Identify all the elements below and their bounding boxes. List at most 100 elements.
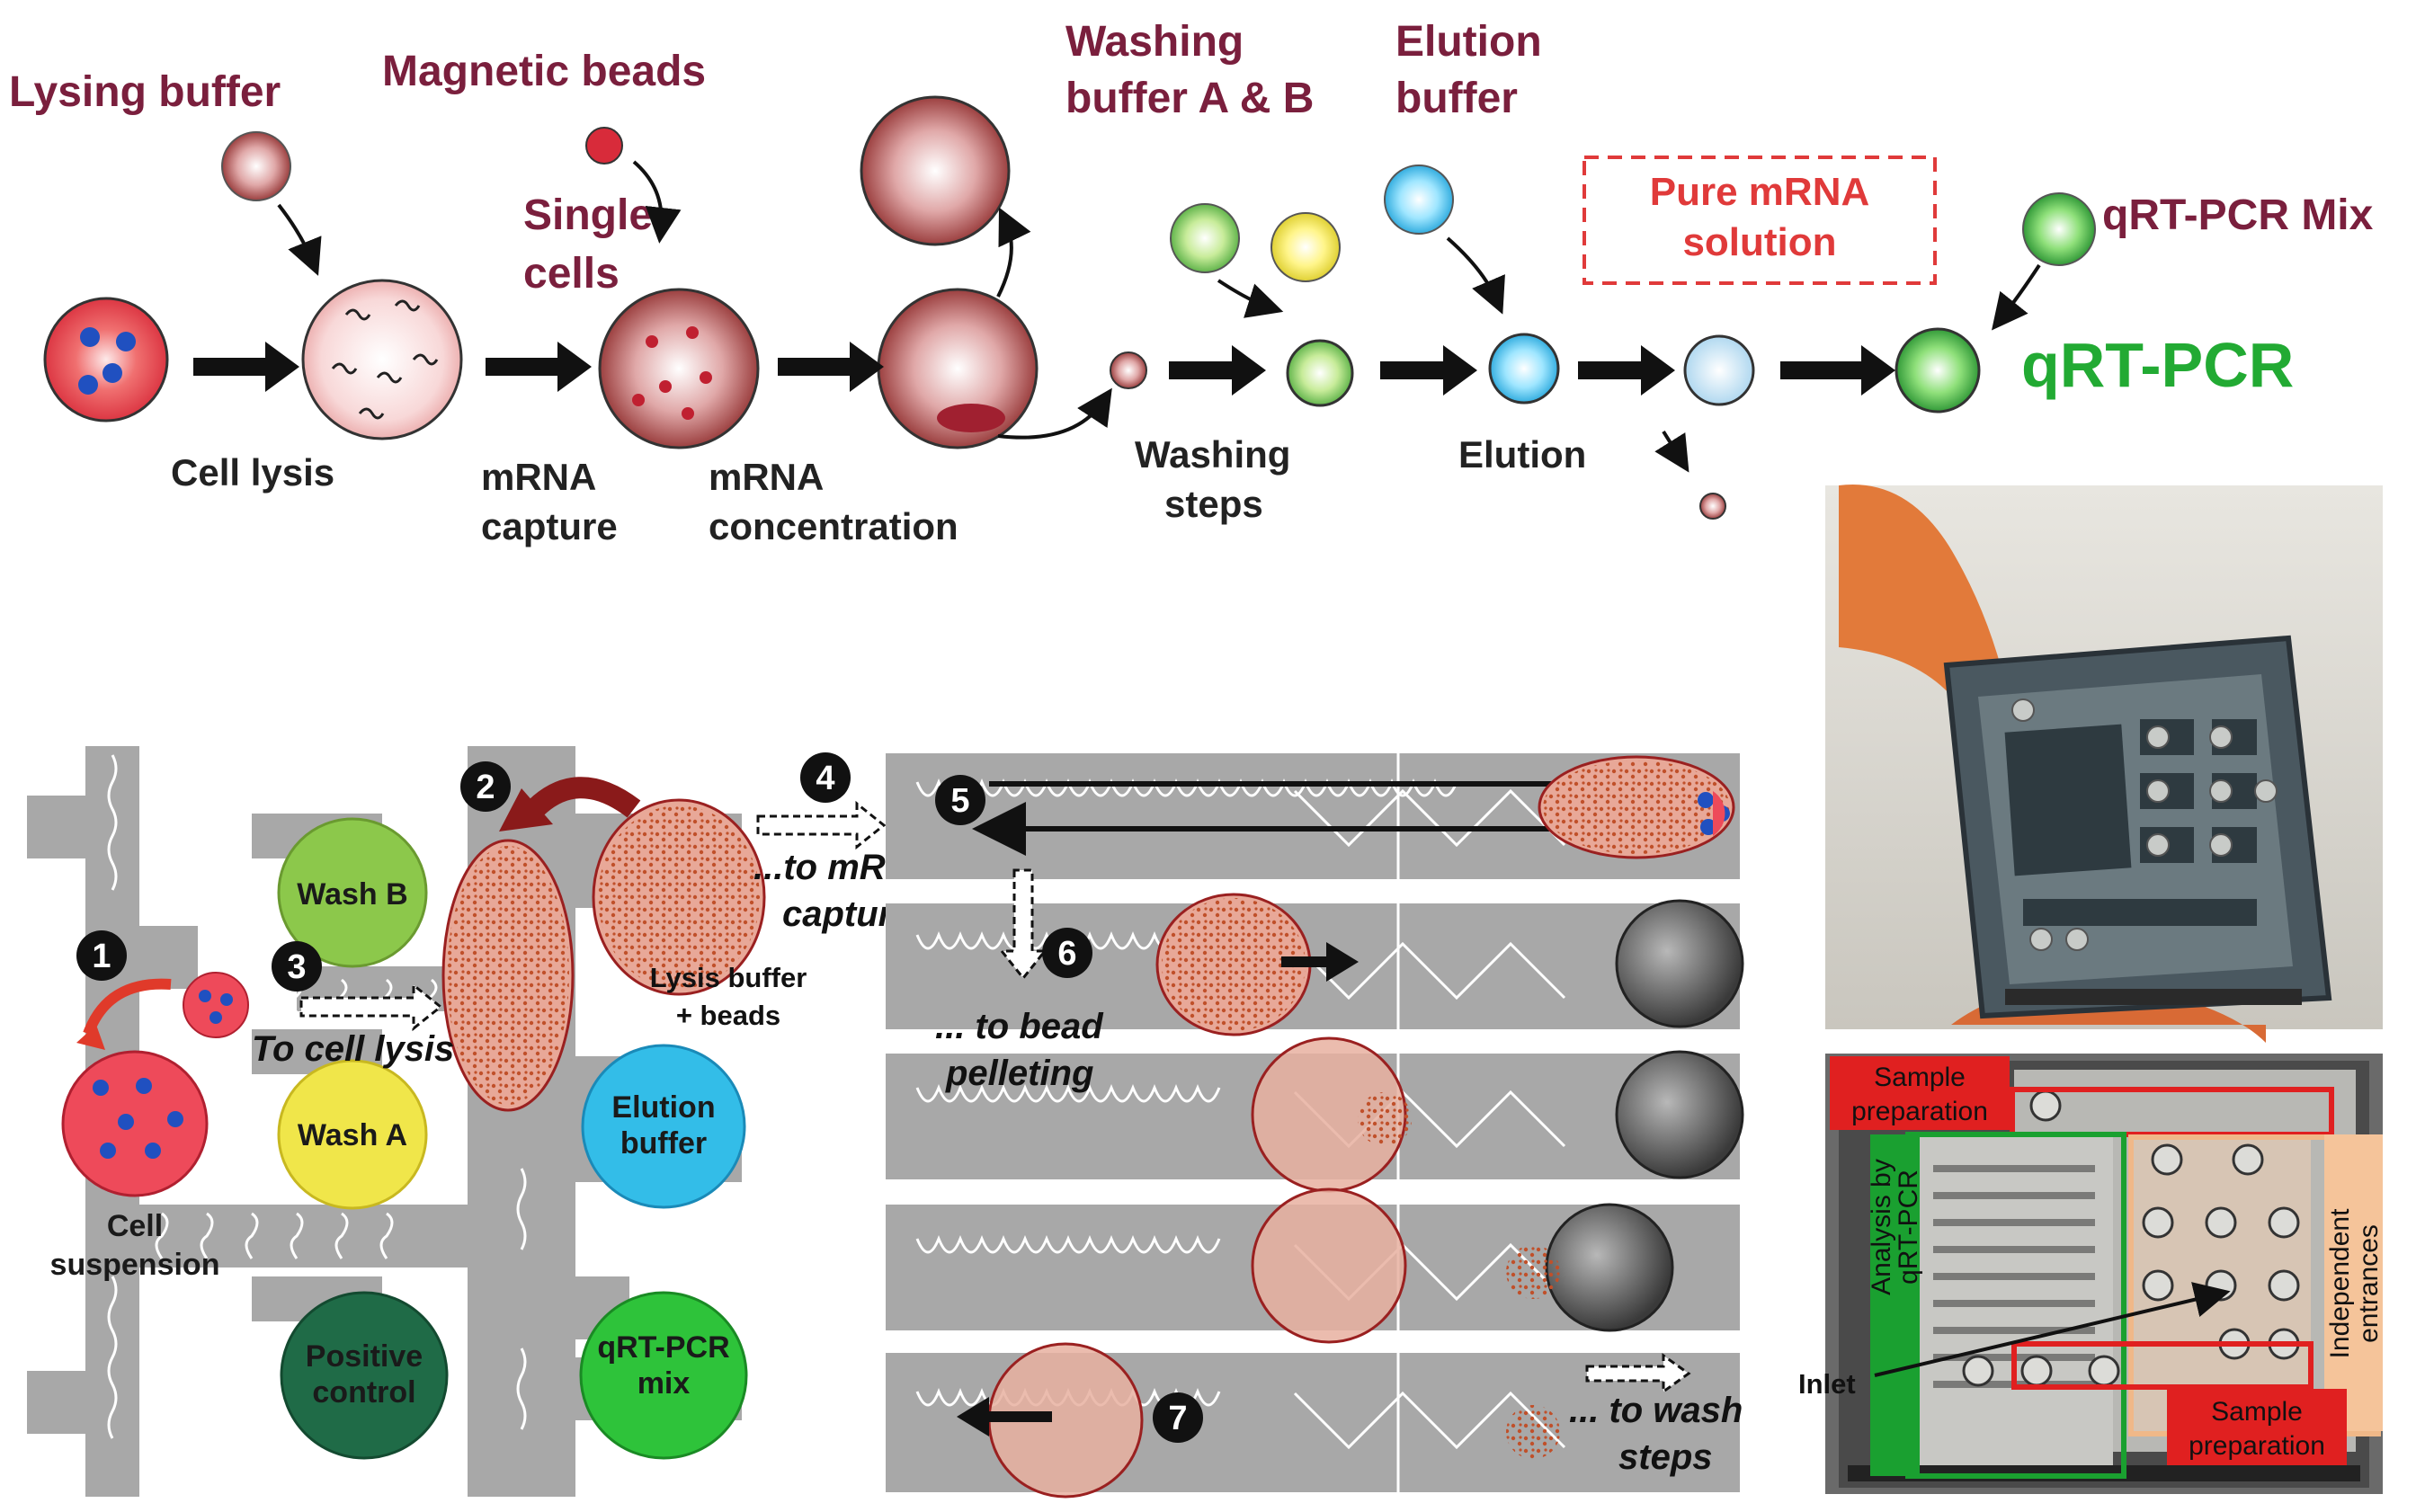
transfer-arrow-icon: [522, 777, 641, 822]
mrna-strands-icon: [331, 299, 439, 420]
entrances-label-2: entrances: [2354, 1224, 2384, 1343]
magnet-icon: [1545, 1203, 1674, 1332]
to-bead-label-2: pelleting: [945, 1054, 1093, 1093]
nucleus-icon: [103, 363, 122, 383]
bead-icon: [1110, 351, 1147, 389]
workflow-top: Lysing buffer Magnetic beads Single cell…: [9, 18, 2374, 547]
pellet-icon: [1506, 1405, 1560, 1459]
washing-steps-label-2: steps: [1164, 483, 1263, 525]
dashed-arrow-icon: [756, 800, 887, 850]
step-4-label: 4: [816, 760, 834, 797]
step-3-badge: [272, 941, 322, 992]
to-wash-label-2: steps: [1618, 1437, 1713, 1477]
lysing-buffer-label: Lysing buffer: [9, 68, 281, 116]
step-6-badge: [1042, 928, 1092, 978]
nucleus-icon: [93, 1078, 183, 1159]
elution-cell-icon: [1488, 333, 1560, 405]
to-bead-label: ... to bead: [935, 1007, 1104, 1046]
arrow-icon: [1992, 263, 2041, 331]
cell-lysis-label: Cell lysis: [171, 451, 334, 494]
step-7-badge: [1153, 1392, 1203, 1443]
positive-control-label-2: control: [312, 1375, 415, 1410]
dashed-arrow-icon: [299, 982, 443, 1032]
elution-buffer-chamber[interactable]: [581, 1044, 746, 1209]
step-1-badge: [76, 930, 127, 981]
nucleus-icon: [210, 1011, 222, 1024]
washing-buffer-label: Washing: [1065, 18, 1244, 66]
inlet-label: Inlet: [1798, 1368, 1856, 1400]
arrow-icon: [957, 1397, 1052, 1436]
single-cell-icon: [183, 972, 249, 1038]
lysis-buffer-beads-label: Lysis buffer: [650, 962, 807, 993]
nucleus-icon: [199, 990, 211, 1002]
entrances-label: Independent: [2325, 1208, 2355, 1358]
arrow-icon: [996, 207, 1031, 298]
beads-fill: [1162, 898, 1306, 1031]
qrtpcr-mix-label-2: mix: [637, 1366, 691, 1401]
nucleus-icon: [220, 993, 233, 1006]
step-2-badge: [460, 761, 511, 812]
pure-mrna-label-2: solution: [1682, 220, 1836, 264]
arrow-icon: [193, 342, 299, 392]
qrtpcr-mix-label: qRT-PCR: [597, 1330, 729, 1365]
bead-icon: [1699, 493, 1726, 520]
magnet-icon: [1615, 899, 1744, 1028]
chip-wells: [2011, 698, 2278, 951]
mrna-capture-label: mRNA: [481, 456, 596, 498]
elution-buffer-label-2: buffer: [620, 1126, 707, 1161]
pure-mrna-drop-icon: [1683, 334, 1755, 406]
qrtpcr-mix-label: qRT-PCR Mix: [2102, 191, 2374, 239]
washing-cell-icon: [1286, 339, 1354, 407]
step-2-label: 2: [476, 769, 495, 806]
beads-fill: [1543, 760, 1730, 854]
magnetic-beads-label: Magnetic beads: [382, 48, 706, 95]
step-4-badge: [800, 752, 851, 803]
mrna-concentration-label-2: concentration: [709, 505, 958, 547]
positive-control-chamber[interactable]: [280, 1291, 449, 1460]
to-cell-lysis-label: To cell lysis: [252, 1029, 454, 1069]
step-1-label: 1: [92, 938, 111, 975]
qrtpcr-mix-chamber[interactable]: [579, 1291, 748, 1460]
chip-photo-bottom: Sample preparation Analysis by qRT-PCR I…: [1798, 1054, 2384, 1494]
nucleus-icon: [1698, 792, 1714, 808]
sample-prep-bottom-outline: [2011, 1341, 2314, 1390]
arrow-icon: [277, 203, 322, 276]
mrna-concentration-label: mRNA: [709, 456, 824, 498]
qrtpcr-cell-icon: [1895, 327, 1981, 414]
magnetic-beads-icon: [585, 127, 623, 165]
pellet-icon: [1506, 1245, 1560, 1299]
wash-b-chamber[interactable]: [277, 817, 428, 968]
wash-a-chamber[interactable]: [277, 1059, 428, 1210]
arrow-icon: [1578, 345, 1675, 396]
inlet-pointer: [1874, 1282, 2231, 1377]
elution-buffer-label: Elution: [611, 1090, 715, 1125]
to-wash-label: ... to wash: [1569, 1391, 1743, 1430]
arrow-icon: [1217, 279, 1284, 318]
nucleus-icon: [80, 327, 100, 347]
arrow-icon: [997, 387, 1112, 440]
lysing-buffer-drop-icon: [221, 131, 291, 201]
pure-mrna-box: [1582, 156, 1937, 285]
dashed-arrow-icon: [998, 868, 1048, 981]
wash-a-drop-icon: [1270, 212, 1341, 282]
capture-cell-icon: [598, 288, 760, 449]
elution-label: Elution: [1458, 433, 1586, 476]
arrow-icon: [632, 160, 682, 244]
step-3-label: 3: [287, 948, 306, 986]
supernatant-drop-icon: [860, 95, 1011, 246]
cell-icon: [43, 297, 169, 422]
supernatant-drop: [1251, 1187, 1407, 1344]
sample-prep-bottom-box: [2167, 1389, 2347, 1465]
pure-mrna-label: Pure mRNA: [1650, 170, 1870, 214]
cell-suspension-chamber[interactable]: [61, 1050, 209, 1197]
bead-dots-icon: [632, 326, 712, 420]
lysis-buffer-beads-label-2: + beads: [676, 1000, 780, 1031]
entrances-box: [2324, 1134, 2383, 1431]
step-5-label: 5: [950, 782, 969, 820]
qrtpcr-label: qRT-PCR: [2021, 330, 2294, 400]
wash-a-label: Wash A: [298, 1118, 407, 1152]
washing-steps-label: Washing: [1135, 433, 1290, 476]
arrow-icon: [76, 1025, 105, 1050]
pellet-icon: [937, 404, 1005, 432]
elution-buffer-label-2: buffer: [1395, 75, 1518, 122]
